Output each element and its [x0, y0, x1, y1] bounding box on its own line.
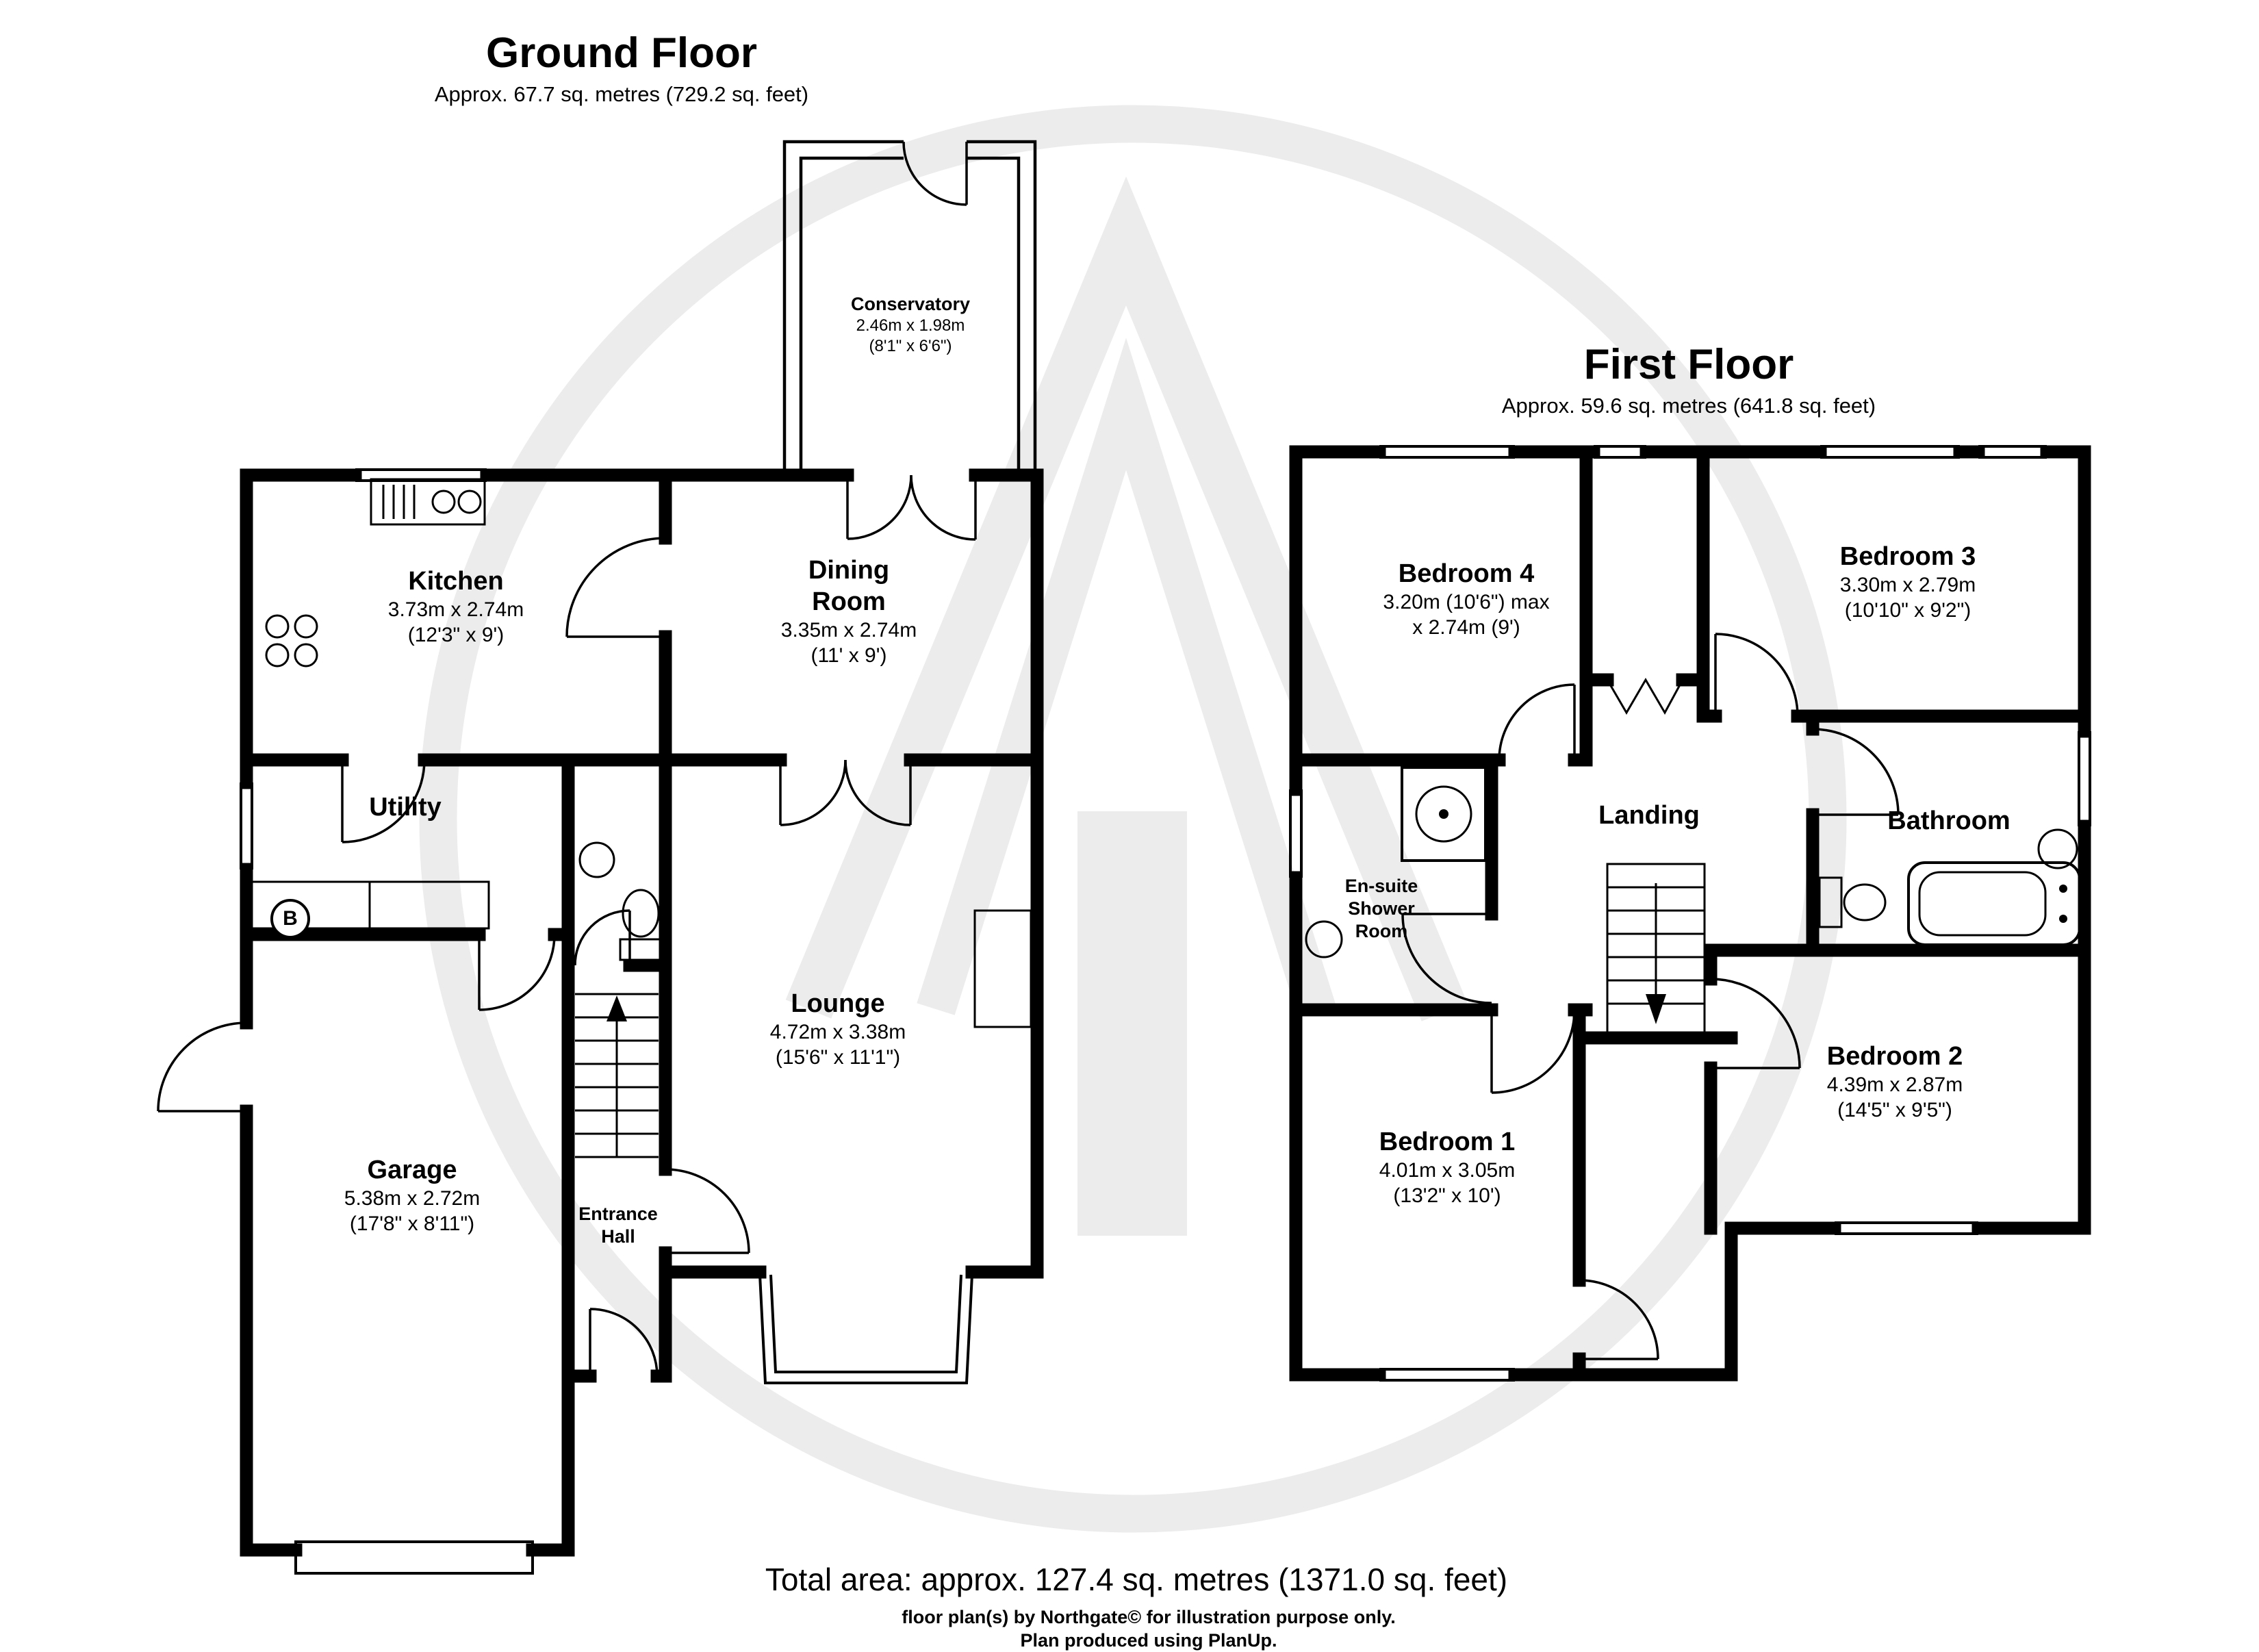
bedroom3-name: Bedroom 3: [1839, 542, 1976, 571]
first-floor-title: First Floor: [1583, 341, 1794, 388]
garage-dims: 5.38m x 2.72m: [344, 1187, 481, 1210]
first-floor-windows: [1289, 445, 2091, 1382]
utility-name: Utility: [369, 793, 442, 822]
closet-bifold-doors: [1606, 678, 1684, 715]
bedroom3-label: Bedroom 3 3.30m x 2.79m (10'10" x 9'2"): [1840, 541, 1976, 623]
boiler-marker: B: [270, 899, 310, 939]
ensuite-name-line2: Shower: [1348, 898, 1415, 919]
conservatory-label: Conservatory 2.46m x 1.98m (8'1" x 6'6"): [851, 293, 970, 357]
kitchen-name: Kitchen: [408, 567, 504, 596]
bathroom-name: Bathroom: [1887, 806, 2011, 835]
bay-window: [758, 1274, 973, 1384]
ground-floor-walls: [240, 468, 1044, 1557]
ground-floor-subtitle: Approx. 67.7 sq. metres (729.2 sq. feet): [434, 82, 809, 106]
lounge-dims: 4.72m x 3.38m: [769, 1021, 906, 1043]
ensuite-name-line3: Room: [1355, 921, 1408, 941]
ensuite-basin-icon: [1305, 920, 1343, 958]
dining-room-name-line2: Room: [812, 587, 886, 616]
bedroom4-dims-line2: x 2.74m (9'): [1412, 616, 1520, 639]
ground-floor-stairs: [575, 993, 659, 1158]
bedroom3-dims: 3.30m x 2.79m: [1839, 574, 1976, 596]
conservatory-name: Conservatory: [850, 294, 971, 314]
utility-counter: [249, 880, 490, 930]
bedroom1-label: Bedroom 1 4.01m x 3.05m (13'2" x 10'): [1379, 1126, 1515, 1208]
landing-label: Landing: [1598, 800, 1700, 831]
garage-name: Garage: [367, 1156, 457, 1184]
ground-floor-title: Ground Floor: [485, 29, 758, 77]
ground-floor-plan: [157, 140, 1044, 1575]
hob-icon: [265, 614, 318, 668]
ensuite-label: En-suite Shower Room: [1345, 875, 1418, 943]
conservatory-dims-imperial: (8'1" x 6'6"): [869, 337, 952, 355]
bedroom2-name: Bedroom 2: [1826, 1042, 1963, 1071]
ground-floor-doors: [157, 141, 977, 1377]
wc-toilet-icon: [619, 889, 661, 961]
dining-room-dims-imperial: (11' x 9'): [811, 644, 887, 667]
lounge-dims-imperial: (15'6" x 11'1"): [775, 1046, 901, 1069]
watermark-ring: [419, 105, 1847, 1533]
entrance-hall-name-line2: Hall: [601, 1226, 635, 1247]
first-floor-walls: [1289, 445, 2091, 1382]
watermark-stem: [1077, 811, 1187, 1236]
kitchen-sink-icon: [370, 478, 486, 526]
first-floor-doors: [1401, 633, 1900, 1360]
wc-basin-icon: [578, 841, 615, 878]
landing-name: Landing: [1598, 801, 1700, 830]
bathroom-basin-icon: [2037, 828, 2078, 869]
bathroom-label: Bathroom: [1887, 805, 2010, 837]
first-floor-subtitle: Approx. 59.6 sq. metres (641.8 sq. feet): [1501, 394, 1876, 418]
ensuite-name-line1: En-suite: [1344, 876, 1418, 896]
lounge-label: Lounge 4.72m x 3.38m (15'6" x 11'1"): [770, 988, 906, 1070]
utility-label: Utility: [369, 791, 442, 823]
lounge-cabinet: [973, 909, 1032, 1028]
bedroom1-dims-imperial: (13'2" x 10'): [1393, 1184, 1501, 1207]
total-area-text: Total area: approx. 127.4 sq. metres (13…: [765, 1562, 1508, 1597]
bedroom2-label: Bedroom 2 4.39m x 2.87m (14'5" x 9'5"): [1827, 1041, 1963, 1123]
garage-door: [294, 1540, 534, 1575]
produced-with-text: Plan produced using PlanUp.: [1020, 1630, 1277, 1651]
dining-room-name-line1: Dining: [808, 556, 890, 585]
dining-room-dims: 3.35m x 2.74m: [780, 619, 917, 641]
conservatory-glazing: [782, 140, 1037, 472]
ground-floor-windows: [240, 468, 488, 871]
first-floor-plan: [1289, 445, 2091, 1382]
bedroom4-name: Bedroom 4: [1398, 559, 1535, 588]
first-floor-stairs: [1606, 863, 1706, 1039]
kitchen-dims-imperial: (12'3" x 9'): [407, 624, 505, 646]
garage-dims-imperial: (17'8" x 8'11"): [349, 1212, 475, 1235]
bedroom1-dims: 4.01m x 3.05m: [1379, 1159, 1516, 1182]
bedroom1-name: Bedroom 1: [1379, 1128, 1516, 1156]
bedroom2-dims: 4.39m x 2.87m: [1826, 1073, 1963, 1096]
lounge-name: Lounge: [791, 989, 885, 1018]
bedroom4-label: Bedroom 4 3.20m (10'6") max x 2.74m (9'): [1383, 558, 1549, 640]
conservatory-dims: 2.46m x 1.98m: [856, 316, 965, 335]
kitchen-label: Kitchen 3.73m x 2.74m (12'3" x 9'): [388, 566, 524, 648]
dining-room-label: Dining Room 3.35m x 2.74m (11' x 9'): [781, 555, 917, 668]
shower-icon: [1401, 766, 1487, 862]
bedroom4-dims-line1: 3.20m (10'6") max: [1383, 591, 1550, 613]
bedroom3-dims-imperial: (10'10" x 9'2"): [1844, 599, 1971, 622]
watermark-roof-inner: [917, 338, 1336, 1015]
bath-icon: [1907, 861, 2081, 946]
bedroom2-dims-imperial: (14'5" x 9'5"): [1837, 1099, 1952, 1121]
entrance-hall-label: Entrance Hall: [578, 1203, 658, 1248]
kitchen-dims: 3.73m x 2.74m: [387, 598, 524, 621]
garage-label: Garage 5.38m x 2.72m (17'8" x 8'11"): [344, 1154, 480, 1236]
disclaimer-text: floor plan(s) by Northgate© for illustra…: [902, 1607, 1396, 1627]
entrance-hall-name-line1: Entrance: [578, 1204, 658, 1224]
bathroom-toilet-icon: [1818, 876, 1887, 928]
